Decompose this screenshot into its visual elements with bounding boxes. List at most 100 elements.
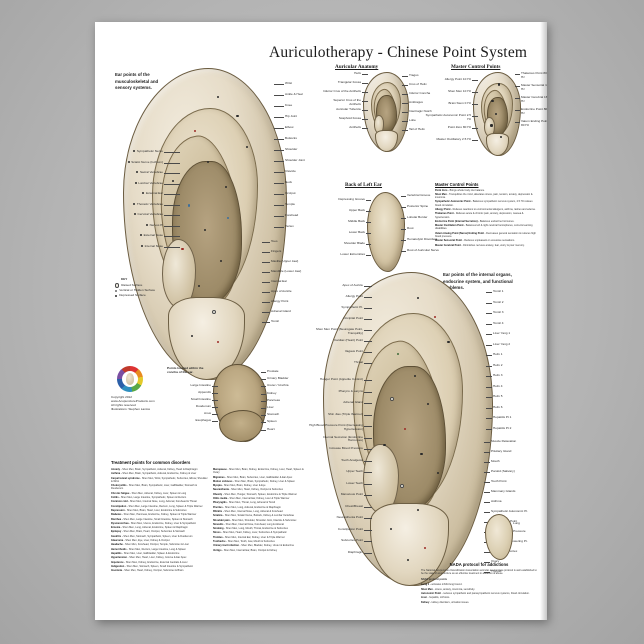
point-label: Toes: [271, 239, 319, 244]
point-label: Pharynx & Larynx: [307, 388, 363, 394]
term-desc: Shen Men, Uterus, Endocrine, Kidney, Liv…: [130, 521, 196, 525]
point-label: Shin Jiao (Triple Warmer): [307, 411, 363, 417]
point-label: Lower Back: [329, 230, 365, 235]
point-label: Increase Blood Pressure: [307, 446, 363, 451]
term-name: Smoking -: [213, 527, 226, 531]
term-entry: Obesity - Shen Men, Hunger, Stomach, Spl…: [213, 493, 311, 496]
point-label-text: Sympathetic Autonomic Pt.: [491, 509, 528, 513]
term-name: Vatum Analog Point (Nerve) Ending Point …: [435, 231, 487, 235]
ear-point: [417, 296, 420, 300]
point-label: Master Oscillatory 2.5 Hz: [425, 137, 471, 142]
back-of-ear-illustration: [367, 192, 405, 272]
point-label-text: Master Sensorial 160 Hz: [521, 83, 547, 91]
point-label: Auricular Tubercle: [321, 107, 361, 112]
term-desc: Shen Men, Large Intestine, Sympathetic, …: [120, 496, 187, 500]
term-desc: Shen Men, Forehead, Occiput, Temple, Sub…: [125, 543, 189, 547]
term-name: Glaucoma -: [111, 539, 126, 543]
key-item: Raised Surface: [115, 283, 155, 288]
point-label: Middle Back: [329, 219, 365, 224]
point-label: Ovary: [491, 559, 537, 564]
point-label-text: Duodenum: [195, 404, 211, 408]
point-label: Posterior Spine: [407, 204, 441, 209]
point-label-text: Sympathetic Autonomic Point 2.5 Hz: [425, 113, 471, 121]
term-entry: Migraines - Shen Men, Brain, Subcortex, …: [213, 476, 311, 479]
term-entry: Carpal tunnel syndrome - Shen Men, Wrist…: [111, 477, 209, 484]
term-desc: Tranquilizes the mind, alleviates stress…: [435, 192, 533, 200]
ear-point: [413, 374, 416, 378]
point-label: Shen Men 10 Hz: [425, 89, 471, 94]
point-marker: [139, 234, 143, 237]
term-name: Sinusitis -: [213, 522, 226, 526]
point-label: Thoracic Vertebrae: [109, 202, 163, 207]
point-label-text: Shoulder Joint: [285, 158, 305, 162]
ear-point: [181, 247, 184, 250]
term-name: Migraines -: [213, 475, 227, 479]
point-label: Helix 6: [493, 405, 537, 410]
term-name: Motion sickness -: [213, 479, 235, 483]
term-name: Gastritis -: [111, 534, 124, 538]
term-desc: Shen Men, Brain, Sympathetic, Adrenal, K…: [122, 468, 198, 471]
term-entry: Asthma - Shen Men, Brain, Sympathetic, A…: [111, 472, 209, 475]
point-label: Large Intestine: [173, 383, 211, 388]
term-name: Myopia -: [213, 484, 224, 488]
point-label-text: Adrenal Gland: [343, 400, 363, 404]
point-label: Lobular Border: [407, 215, 441, 220]
point-label: Parotid (Salivary): [491, 469, 537, 474]
term-name: Common cold -: [111, 500, 130, 504]
point-label-text: Liver Yang 2: [493, 341, 511, 346]
term-desc: Shen Men, Heart, Kidney, Occiput, Subcor…: [124, 569, 184, 573]
point-label-text: Subcortex Point: [341, 538, 363, 542]
point-label-text: Throat: [354, 360, 363, 364]
point-label: Fingers: [271, 249, 319, 254]
point-label: Cervical Vertebrae: [109, 212, 163, 217]
point-label: Vagaus Point: [311, 349, 363, 354]
term-desc: Shen Men, Sciatic Nerve, Buttock, Kidney…: [224, 514, 295, 518]
point-label-text: Tail of Helix: [409, 127, 425, 131]
point-label-text: High Blood Pressure Point (Decreasing Hy…: [309, 423, 363, 431]
point-label-text: Stomach: [267, 412, 280, 417]
term-entry: Sciatica - Shen Men, Sciatic Nerve, Butt…: [213, 514, 311, 517]
point-label: Chest/Breast: [307, 504, 363, 509]
point-label: Sympathetic Nerve: [109, 149, 163, 154]
point-label-text: Lumbar Vertebrae: [138, 180, 163, 185]
point-label-text: Pituitary Gland: [491, 449, 512, 453]
ear-point: [197, 285, 200, 288]
term-name: Neurasthenia -: [213, 488, 232, 492]
point-label: Endocrine Point 80 Hz: [521, 107, 547, 116]
term-name: Obesity -: [213, 492, 225, 496]
ear-point: [447, 340, 450, 343]
point-label-text: Liver: [267, 405, 274, 409]
point-label-text: Posterior Spine: [407, 204, 429, 208]
point-label-text: Shoulder Blade: [343, 241, 365, 245]
term-name: Colitis -: [111, 496, 121, 500]
point-label: Neck: [285, 180, 329, 185]
point-label-text: Apex of Auricle: [342, 283, 363, 287]
logo-ear-mark: [126, 373, 134, 385]
term-entry: Neurasthenia - Shen Men, Heart, Kidney, …: [213, 488, 311, 491]
left-ear-illustration: [123, 68, 287, 380]
ear-point: [490, 124, 493, 127]
point-label: Adrenal Gland: [307, 400, 363, 405]
point-label: Internal Nose: [109, 244, 163, 249]
term-desc: Shen Men, Liver, Gallbladder, Spleen & E…: [123, 551, 180, 555]
point-label-text: Ovary: [491, 559, 500, 563]
point-label: Hematolytic Disorders: [407, 237, 441, 242]
term-entry: Impotence - Shen Men, Kidney, Endocrine,…: [111, 561, 209, 564]
point-label: Tonsil: [271, 319, 319, 324]
point-label: Inferior Crus of the Antihelix: [321, 89, 361, 94]
copyright-line: Copyright 2012: [111, 395, 132, 399]
point-label: Wrist: [285, 81, 329, 86]
ear-point: [417, 509, 420, 512]
point-label-text: Cardiac (Heart) Point: [333, 338, 363, 342]
point-label-text: Small Intestine: [190, 397, 211, 401]
point-label: High Blood Pressure Point (Decreasing Hy…: [307, 423, 363, 432]
point-label-text: Nervus Pi: [149, 222, 163, 227]
nada-intro: The National Acupuncture Detoxification …: [421, 568, 537, 575]
key-legend: KEY Raised Surface Vertical or Hidden Su…: [115, 277, 155, 298]
point-label-text: Pharynx & Larynx: [338, 388, 363, 393]
point-label: Tragus: [409, 73, 447, 78]
term-desc: Shen Men, Kidney, Endocrine, External Ge…: [125, 560, 188, 564]
point-marker: [127, 160, 130, 163]
ear-point: [423, 546, 426, 549]
point-label-text: Shin Jiao (Triple Warmer): [327, 411, 363, 416]
